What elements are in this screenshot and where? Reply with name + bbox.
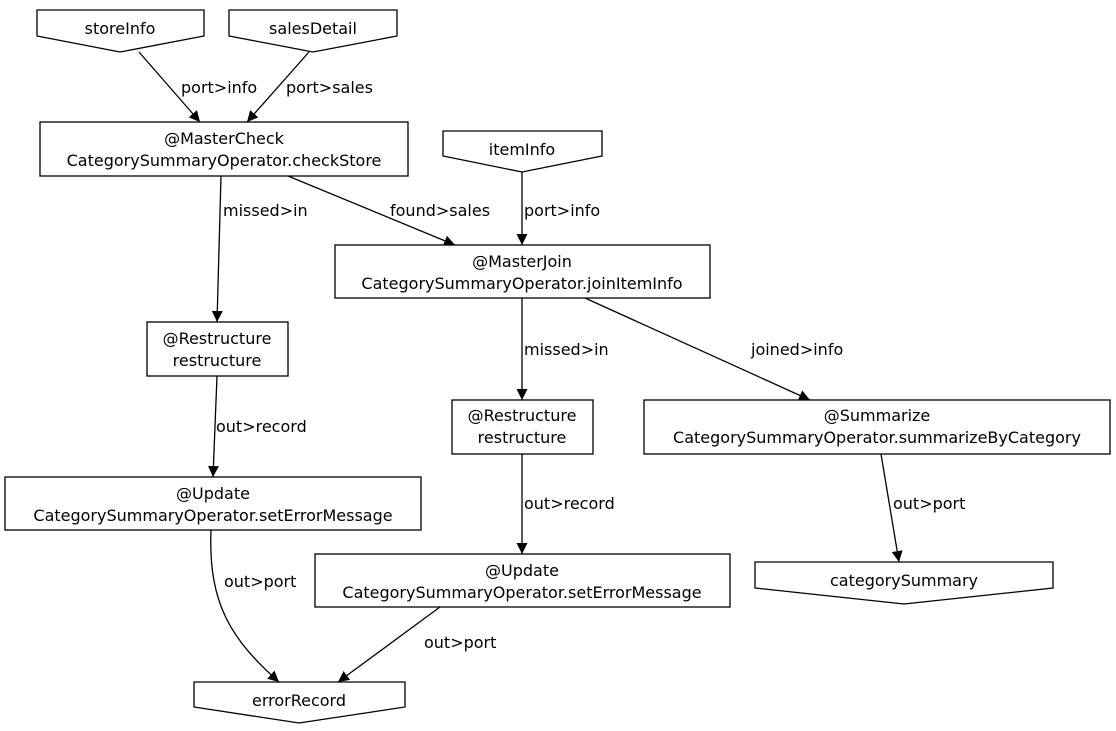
input-node-item-info[interactable]: itemInfo — [442, 130, 603, 173]
operator-box — [451, 399, 594, 455]
node-method: restructure — [478, 428, 567, 447]
operator-box — [146, 321, 289, 377]
edge-check-store-to-join-item-info: found>sales — [287, 175, 490, 246]
edge-line — [138, 51, 201, 123]
edge-line — [207, 375, 219, 478]
operator-node-join-item-info[interactable]: @MasterJoin CategorySummaryOperator.join… — [334, 244, 711, 299]
node-method: CategorySummaryOperator.setErrorMessage — [33, 506, 392, 525]
edge-line — [584, 297, 811, 401]
output-node-category-summary[interactable]: categorySummary — [754, 561, 1054, 605]
edge-line — [337, 606, 441, 683]
edge-label: joined>info — [750, 340, 843, 359]
edge-restructure-left-to-update-left: out>record — [207, 375, 307, 478]
edge-line — [211, 175, 223, 323]
input-node-store-info[interactable]: storeInfo — [36, 9, 205, 53]
edge-restructure-mid-to-update-mid: out>record — [516, 454, 615, 554]
edge-label: missed>in — [524, 340, 609, 359]
edge-store-info-to-check-store: port>info — [138, 51, 257, 123]
node-method: CategorySummaryOperator.summarizeByCateg… — [673, 428, 1081, 447]
node-method: CategorySummaryOperator.joinItemInfo — [361, 274, 682, 293]
operator-node-update-mid[interactable]: @Update CategorySummaryOperator.setError… — [314, 553, 731, 608]
operator-node-restructure-mid[interactable]: @Restructure restructure — [451, 399, 594, 455]
node-label: errorRecord — [252, 691, 346, 710]
node-method: restructure — [173, 351, 262, 370]
edges: port>info port>sales missed>in found>sal… — [138, 51, 965, 683]
node-label: itemInfo — [489, 140, 555, 159]
edge-line — [880, 453, 903, 563]
edge-label: out>port — [224, 572, 296, 591]
output-shape — [754, 561, 1054, 605]
input-node-sales-detail[interactable]: salesDetail — [228, 9, 398, 53]
node-annotation: @Update — [176, 484, 250, 503]
operator-box — [643, 399, 1111, 455]
edge-update-mid-to-error-record: out>port — [337, 606, 496, 683]
node-label: categorySummary — [830, 571, 978, 590]
node-label: storeInfo — [85, 19, 156, 38]
operator-node-update-left[interactable]: @Update CategorySummaryOperator.setError… — [4, 476, 422, 531]
edge-join-item-info-to-summarize: joined>info — [584, 297, 843, 401]
edge-label: out>record — [524, 494, 615, 513]
node-method: CategorySummaryOperator.checkStore — [67, 151, 382, 170]
edge-join-item-info-to-restructure-mid: missed>in — [516, 298, 609, 400]
edge-line — [246, 51, 310, 123]
edge-label: out>port — [893, 494, 965, 513]
input-shape — [442, 130, 603, 173]
edge-sales-detail-to-check-store: port>sales — [246, 51, 373, 123]
operator-node-summarize[interactable]: @Summarize CategorySummaryOperator.summa… — [643, 399, 1111, 455]
edge-line — [210, 529, 280, 683]
node-annotation: @Restructure — [163, 329, 272, 348]
node-label: salesDetail — [269, 19, 357, 38]
input-shape — [228, 9, 398, 53]
output-shape — [193, 681, 406, 724]
output-node-error-record[interactable]: errorRecord — [193, 681, 406, 724]
edge-summarize-to-category-summary: out>port — [880, 453, 965, 563]
edge-label: out>record — [216, 417, 307, 436]
edge-check-store-to-restructure-left: missed>in — [211, 175, 308, 323]
node-annotation: @MasterJoin — [472, 252, 572, 271]
node-annotation: @Summarize — [824, 406, 931, 425]
operator-box — [314, 553, 731, 608]
operator-box — [39, 121, 409, 177]
operator-node-restructure-left[interactable]: @Restructure restructure — [146, 321, 289, 377]
edge-label: port>sales — [286, 78, 373, 97]
operator-box — [4, 476, 422, 531]
edge-label: port>info — [181, 78, 257, 97]
node-annotation: @Update — [485, 561, 559, 580]
edge-item-info-to-join-item-info: port>info — [516, 172, 600, 245]
node-method: CategorySummaryOperator.setErrorMessage — [342, 583, 701, 602]
edge-label: missed>in — [223, 201, 308, 220]
operator-node-check-store[interactable]: @MasterCheck CategorySummaryOperator.che… — [39, 121, 409, 177]
edge-line — [287, 175, 456, 246]
edge-label: port>info — [524, 201, 600, 220]
input-shape — [36, 9, 205, 53]
node-annotation: @MasterCheck — [164, 129, 285, 148]
node-annotation: @Restructure — [468, 406, 577, 425]
edge-label: out>port — [424, 633, 496, 652]
operator-box — [334, 244, 711, 299]
edge-label: found>sales — [390, 201, 490, 220]
edge-update-left-to-error-record: out>port — [210, 529, 296, 683]
